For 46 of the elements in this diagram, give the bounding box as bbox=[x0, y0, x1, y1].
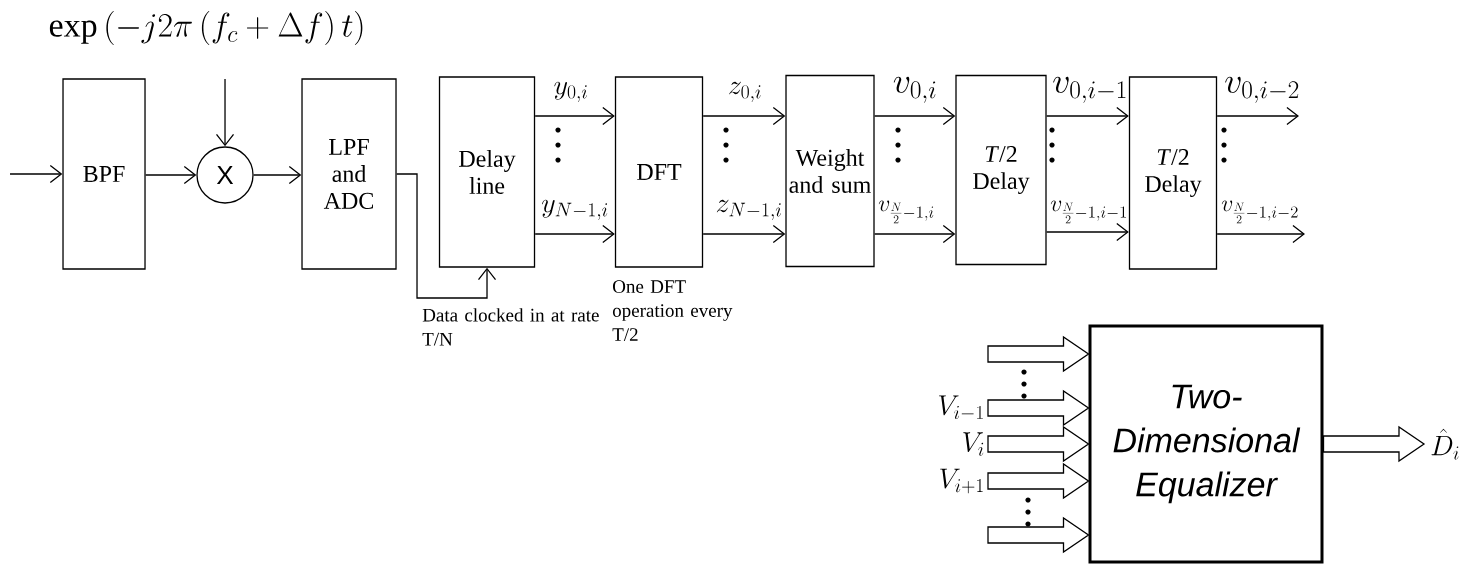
signal-label: $v_{\frac{N}{2}-1,i}$ bbox=[878, 200, 934, 224]
process-box: T/2 Delay bbox=[1128, 76, 1218, 270]
process-box: Weight and sum bbox=[785, 74, 875, 268]
equalizer-box: Two-Dimensional Equalizer bbox=[1088, 324, 1324, 564]
block-arrow bbox=[1322, 425, 1426, 463]
process-box: BPF bbox=[62, 78, 146, 270]
arrow bbox=[1046, 222, 1129, 242]
arrow bbox=[396, 173, 497, 299]
formula-label: $\hat{D}_{i}$ bbox=[1431, 428, 1459, 460]
arrow bbox=[215, 78, 235, 147]
signal-label: $v_{\frac{N}{2}-1,i-1}$ bbox=[1050, 200, 1127, 224]
process-box: LPF and ADC bbox=[301, 78, 397, 270]
arrow bbox=[702, 224, 786, 244]
arrow bbox=[1216, 224, 1305, 244]
note-text: One DFT operation every T/2 bbox=[612, 280, 733, 341]
arrow bbox=[534, 106, 615, 126]
process-box: T/2 Delay bbox=[955, 74, 1047, 266]
arrow bbox=[9, 164, 63, 184]
signal-label: $v_{0,i-2}$ bbox=[1225, 76, 1299, 103]
signal-label: $z_{0,i}$ bbox=[729, 81, 761, 102]
signal-label: $z_{N-1,i}$ bbox=[716, 199, 781, 220]
signal-label: $y_{N-1,i}$ bbox=[542, 199, 608, 220]
note-text: Data clocked in at rate T/N bbox=[422, 308, 599, 346]
block-arrow bbox=[987, 462, 1090, 500]
formula-label: $\exp\left(-j2\pi\left(f_c+\Delta f\right)t\right)$ bbox=[49, 11, 363, 45]
arrow bbox=[145, 165, 197, 185]
block-arrow bbox=[987, 516, 1090, 554]
arrow bbox=[253, 165, 302, 185]
block-arrow bbox=[987, 425, 1090, 463]
formula-label: $V_{i}$ bbox=[963, 432, 984, 456]
arrow bbox=[1046, 106, 1129, 126]
signal-label: $y_{0,i}$ bbox=[554, 81, 587, 102]
signal-label: $v_{0,i}$ bbox=[893, 76, 936, 103]
arrow bbox=[874, 224, 956, 244]
formula-label: $V_{i+1}$ bbox=[940, 468, 983, 494]
arrow bbox=[702, 106, 786, 126]
signal-label: $v_{0,i-1}$ bbox=[1053, 76, 1126, 103]
arrow bbox=[874, 106, 956, 126]
arrow bbox=[1216, 106, 1299, 126]
process-box: DFT bbox=[614, 76, 704, 268]
block-arrow bbox=[987, 335, 1090, 373]
block-arrow bbox=[987, 389, 1090, 427]
formula-label: $V_{i-1}$ bbox=[939, 395, 983, 420]
process-box: Delay line bbox=[438, 76, 536, 268]
signal-label: $v_{\frac{N}{2}-1,i-2}$ bbox=[1221, 200, 1298, 224]
arrow bbox=[534, 224, 615, 244]
